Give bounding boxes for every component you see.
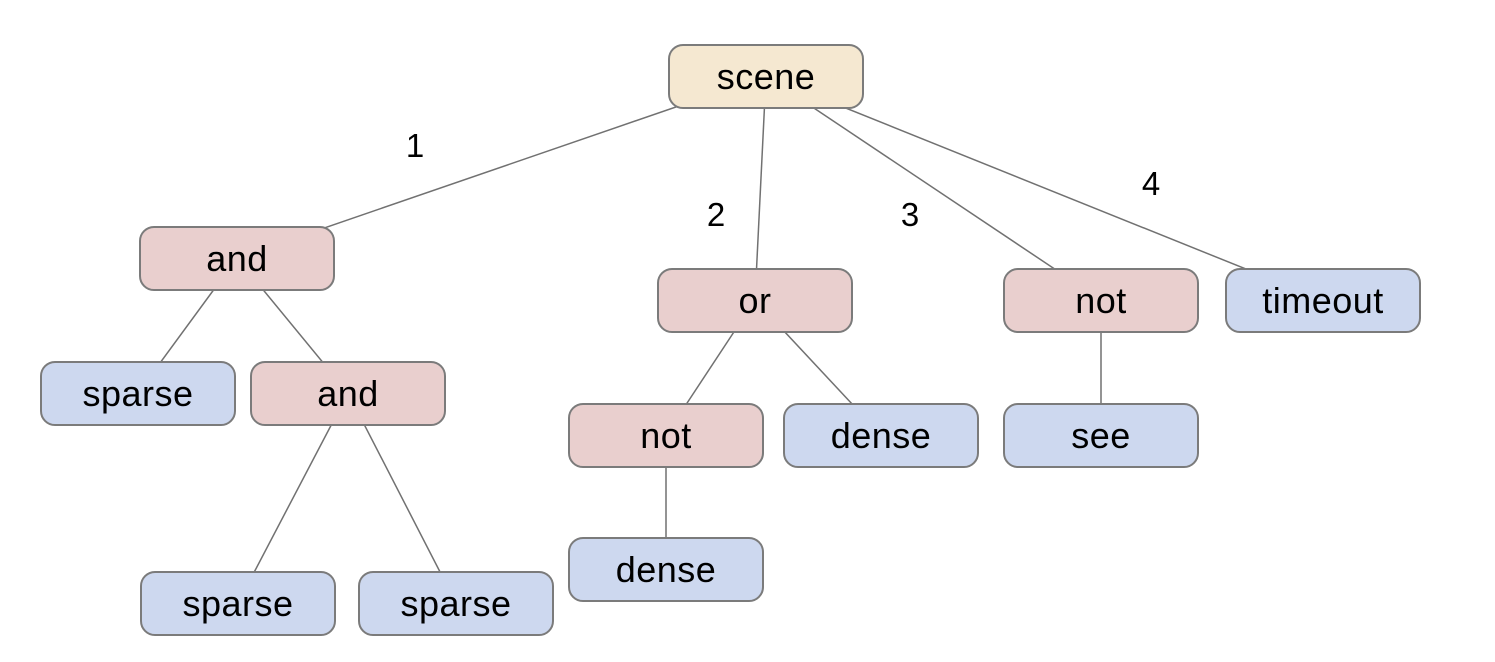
node-sparse-2: sparse — [140, 571, 336, 636]
node-and-1: and — [139, 226, 335, 291]
node-and-2: and — [250, 361, 446, 426]
edge-scene-not — [765, 75, 1102, 301]
node-scene: scene — [668, 44, 864, 109]
node-not-1: not — [1003, 268, 1199, 333]
node-sparse-3: sparse — [358, 571, 554, 636]
node-timeout-1: timeout — [1225, 268, 1421, 333]
edge-label-1: 1 — [405, 127, 425, 164]
node-not-2: not — [568, 403, 764, 468]
edge-label-3: 3 — [900, 196, 920, 233]
edge-and2-sparse2 — [237, 392, 349, 604]
edge-scene-timeout — [765, 75, 1324, 301]
edge-label-2: 2 — [706, 196, 726, 233]
node-see-1: see — [1003, 403, 1199, 468]
node-or-1: or — [657, 268, 853, 333]
edge-and2-sparse3 — [347, 392, 457, 604]
edge-scene-or — [754, 75, 767, 301]
node-dense-2: dense — [568, 537, 764, 602]
node-sparse-1: sparse — [40, 361, 236, 426]
node-dense-1: dense — [783, 403, 979, 468]
edge-label-4: 4 — [1141, 165, 1161, 202]
